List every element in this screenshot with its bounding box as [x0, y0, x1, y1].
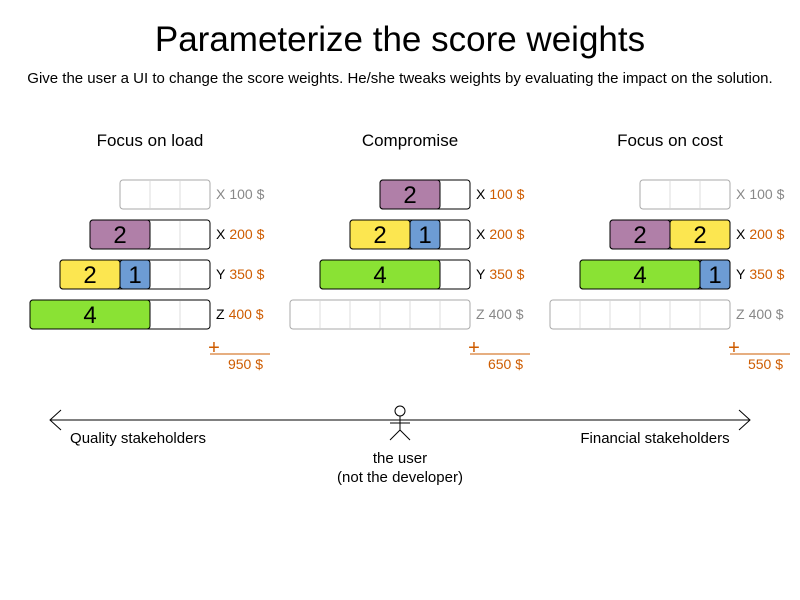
computer-cost-label: 350 $	[749, 266, 784, 282]
computer-cost-label: 200 $	[229, 226, 264, 242]
process-block-purple	[89, 219, 151, 250]
computer-cost-label: 400 $	[229, 306, 264, 322]
process-block-green	[319, 259, 441, 290]
process-size-label: 2	[403, 182, 416, 209]
computer-type-label: X	[216, 186, 226, 202]
process-block-blue	[409, 219, 441, 250]
computer-cost-label: 200 $	[489, 226, 524, 242]
process-size-label: 4	[373, 262, 386, 289]
computer-type-label: Z	[216, 306, 225, 322]
plus-sign: +	[208, 337, 220, 359]
stick-figure-icon	[389, 405, 411, 441]
computer-cost-label: 350 $	[229, 266, 264, 282]
process-size-label: 4	[633, 262, 646, 289]
computer-cost-label: 350 $	[489, 266, 524, 282]
computer-type-label: X	[476, 186, 486, 202]
computer-cost-label: 200 $	[749, 226, 784, 242]
computer-cost-label: 100 $	[489, 186, 524, 202]
total-cost-label: 650 $	[488, 356, 523, 372]
plus-sign: +	[728, 337, 740, 359]
process-block-purple	[379, 179, 441, 210]
financial-stakeholders-label: Financial stakeholders	[580, 430, 729, 447]
process-size-label: 4	[83, 302, 96, 329]
computer-cost-label: 400 $	[749, 306, 784, 322]
process-size-label: 2	[693, 222, 706, 249]
total-cost-label: 550 $	[748, 356, 783, 372]
total-cost-label: 950 $	[228, 356, 263, 372]
arrow-right-icon	[738, 409, 751, 431]
plus-sign: +	[468, 337, 480, 359]
arrow-left-icon	[49, 409, 62, 431]
process-size-label: 2	[633, 222, 646, 249]
stakeholder-axis: Quality stakeholders Financial stakehold…	[49, 409, 751, 447]
computer-type-label: Y	[476, 266, 486, 282]
process-size-label: 1	[708, 262, 721, 289]
user-label-note: (not the developer)	[337, 469, 463, 486]
process-block-green	[29, 299, 151, 330]
computer-type-label: Y	[736, 266, 746, 282]
column-title: Focus on load	[97, 131, 204, 150]
user-label: the user	[373, 450, 427, 467]
process-block-yellow	[669, 219, 731, 250]
process-block-blue	[119, 259, 151, 290]
column-title: Focus on cost	[617, 131, 723, 150]
process-size-label: 2	[373, 222, 386, 249]
process-size-label: 2	[113, 222, 126, 249]
computer-cost-label: 100 $	[749, 186, 784, 202]
process-size-label: 2	[83, 262, 96, 289]
process-size-label: 1	[128, 262, 141, 289]
process-block-blue	[699, 259, 731, 290]
computer-type-label: X	[736, 186, 746, 202]
computer-type-label: X	[476, 226, 486, 242]
computer-type-label: Z	[736, 306, 745, 322]
computer-type-label: X	[736, 226, 746, 242]
computer-capacity-box	[639, 179, 731, 210]
column-title: Compromise	[362, 131, 458, 150]
computer-type-label: Z	[476, 306, 485, 322]
computer-capacity-box	[119, 179, 211, 210]
page-title: Parameterize the score weights	[155, 20, 645, 59]
process-size-label: 1	[418, 222, 431, 249]
page-subtitle: Give the user a UI to change the score w…	[27, 70, 772, 87]
computer-type-label: Y	[216, 266, 226, 282]
computer-cost-label: 100 $	[229, 186, 264, 202]
quality-stakeholders-label: Quality stakeholders	[70, 430, 206, 447]
computer-cost-label: 400 $	[489, 306, 524, 322]
computer-type-label: X	[216, 226, 226, 242]
